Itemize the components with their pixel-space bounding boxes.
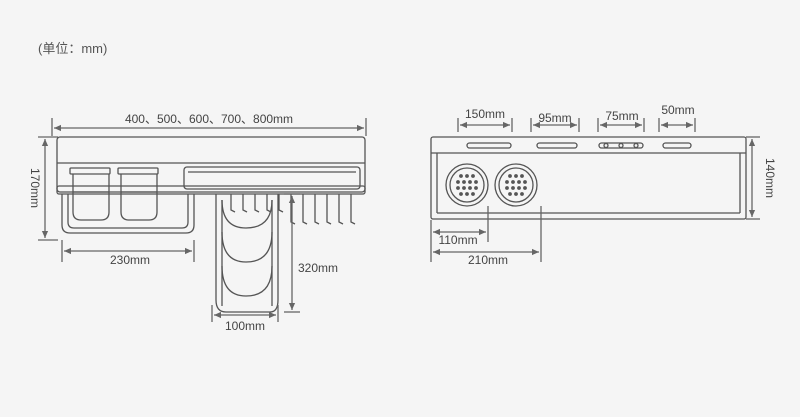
drain-dot [462,180,466,184]
overall-height-dimension [38,136,58,241]
slot3-label: 75mm [605,109,638,123]
drain-dot [465,192,469,196]
cup-span-label: 230mm [110,253,150,267]
drain-dot [508,174,512,178]
cup-rail [61,194,195,234]
drain-dot [459,174,463,178]
slot2-label: 95mm [538,111,571,125]
hole-offset-dimensions [430,206,542,262]
drain-dot [517,186,521,190]
drain-dot [520,192,524,196]
cup-holder-left [69,167,111,221]
shelf-tray [56,185,366,195]
cup-holder-right [117,167,159,221]
drain-hole-dots [456,174,527,196]
drain-dot [514,192,518,196]
overall-width-label: 400、500、600、700、800mm [125,112,293,126]
drain-dot [474,180,478,184]
top-view-body [430,136,747,220]
slot1-label: 150mm [465,107,505,121]
drain-dot [520,174,524,178]
rack-width-label: 100mm [225,319,265,333]
drain-dot [523,180,527,184]
drain-dot [456,180,460,184]
drain-dot [517,180,521,184]
rack-height-dimension [284,193,300,313]
drain-dot [468,180,472,184]
drain-dot [523,186,527,190]
utensil-hooks [230,194,356,225]
drain-dot [465,174,469,178]
hole1-offset-label: 110mm [438,233,477,247]
drain-dot [474,186,478,190]
drain-dot [459,192,463,196]
top-view [430,118,760,262]
drain-dot [505,186,509,190]
slot-1 [466,142,512,149]
front-view [38,118,367,322]
rack-width-dimension [211,305,279,322]
drain-dot [514,174,518,178]
depth-label: 140mm [763,158,777,198]
drain-dot [462,186,466,190]
drain-dot [505,180,509,184]
drain-dot [456,186,460,190]
slot-dimensions [457,118,696,132]
hole2-offset-label: 210mm [468,253,508,267]
drain-dot [471,174,475,178]
slot-4 [662,142,692,149]
depth-dimension [746,136,760,220]
shelf-back-panel [56,136,366,193]
slot-2 [536,142,578,149]
overall-height-label: 170mm [28,168,42,208]
slot-3 [598,142,644,149]
drain-dot [508,192,512,196]
drain-dot [511,186,515,190]
drain-hole-2 [494,163,538,207]
cup-span-dimension [61,240,195,262]
drain-dot [511,180,515,184]
rack-height-label: 320mm [298,261,338,275]
drain-dot [468,186,472,190]
unit-note: (单位：mm) [38,41,108,56]
knife-block [183,166,361,190]
drain-dot [471,192,475,196]
overall-width-dimension [51,118,367,136]
slot4-label: 50mm [661,103,694,117]
drain-hole-1 [445,163,489,207]
